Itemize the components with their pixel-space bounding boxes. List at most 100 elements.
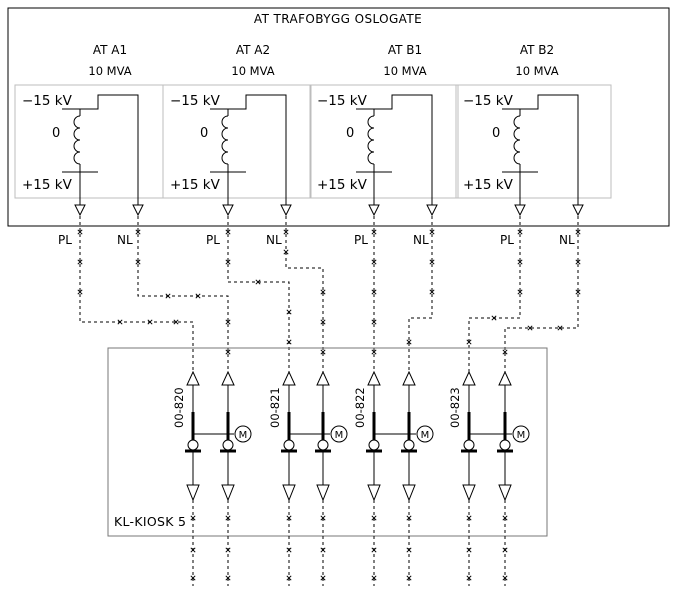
cable-cross-mark [575,259,581,265]
switch-blade-2 [287,412,325,440]
transformer-unit-2: −15 kV 0 +15 kV PL NL [162,84,312,247]
motor-label-1: M [239,430,248,441]
cable-cross-mark [117,319,123,325]
tap-minus-label-4: −15 kV [463,93,514,109]
tap-minus-label-1: −15 kV [22,93,73,109]
cable-cross-mark [147,319,153,325]
motor-label-4: M [517,430,526,441]
winding-upper-wire-4 [502,94,579,205]
switch-arrow-up-3a [367,370,381,386]
switch-arrow-up-1b [221,370,235,386]
motor-icon-2 [330,425,348,443]
transformer-rating-1: 10 MVA [88,64,131,78]
cable-cross-mark [429,289,435,295]
terminal-arrow-pl-4 [514,204,526,217]
transformer-name-4: AT B2 [520,43,554,57]
cable-cross-mark [135,259,141,265]
motor-icon-3 [416,425,434,443]
tap-minus-label-2: −15 kV [170,93,221,109]
cable-cross-mark [320,349,326,355]
cable-cross-mark [371,349,377,355]
cable-cross-mark [491,315,497,321]
terminal-arrow-nl-2 [280,204,292,217]
switch-feeder-top-4 [468,385,506,412]
transformer-name-1: AT A1 [93,43,127,57]
switch-arrow-down-1a [186,484,200,502]
tap-zero-label-3: 0 [346,126,354,141]
cable-cross-mark [225,349,231,355]
switch-contact-1a [187,439,199,451]
transformer-name-2: AT A2 [236,43,270,57]
switch-blade-3 [372,412,411,440]
pl-label-1: PL [58,233,72,247]
nl-label-4: NL [559,233,575,247]
switch-feeder-bottom-4 [468,451,506,485]
outgoing-cables [192,500,506,586]
cable-cross-mark [575,229,581,235]
transformer-unit-4: −15 kV 0 +15 kV PL NL [455,84,612,247]
switch-feeder-bottom-3 [373,451,410,485]
cable-cross-mark [283,229,289,235]
switch-feeder-top-1 [192,385,229,412]
switch-code-4: 00-823 [448,387,462,428]
switch-contact-4b [499,439,511,451]
cable-route-nl-4 [504,216,579,372]
cable-cross-mark [557,325,563,331]
winding-coil-3 [367,115,375,165]
nl-label-2: NL [266,233,282,247]
switch-arrow-up-1a [186,370,200,386]
switch-arrow-up-4b [498,370,512,386]
cable-cross-mark [575,289,581,295]
switch-feeder-bottom-2 [288,451,324,485]
cable-cross-mark [371,229,377,235]
winding-coil-2 [221,115,229,165]
switch-contact-4a [463,439,475,451]
motor-icon-4 [512,425,530,443]
cable-cross-mark [286,339,292,345]
switch-arrow-down-2a [282,484,296,502]
cable-cross-mark [286,309,292,315]
transformer-unit-1: −15 kV 0 +15 kV PL NL [14,84,164,247]
motor-label-3: M [421,430,430,441]
cable-cross-mark [371,259,377,265]
cable-cross-mark [517,289,523,295]
cable-route-pl-1 [79,216,194,372]
terminal-arrow-nl-4 [572,204,584,217]
cable-cross-mark [320,289,326,295]
switch-bay-2: 00-821 M [268,370,348,502]
switch-arrow-down-4b [498,484,512,502]
cable-cross-mark [502,349,508,355]
terminal-arrow-pl-1 [74,204,86,217]
kiosk-frame [107,347,548,537]
winding-upper-wire-3 [356,94,433,205]
terminal-arrow-pl-3 [368,204,380,217]
transformer-unit-3: −15 kV 0 +15 kV PL NL [309,84,459,247]
transformer-rating-3: 10 MVA [383,64,426,78]
tap-zero-label-2: 0 [200,126,208,141]
switch-blade-4 [467,412,507,440]
cable-cross-mark [429,259,435,265]
transformer-panel-2 [162,84,312,199]
tap-plus-label-4: +15 kV [463,177,514,193]
switch-arrow-up-2b [316,370,330,386]
switch-contact-2a [283,439,295,451]
cable-route-nl-2 [285,216,324,372]
switch-feeder-top-3 [373,385,410,412]
switch-code-1: 00-820 [172,387,186,428]
transformer-rating-2: 10 MVA [231,64,274,78]
cable-cross-mark [195,293,201,299]
cable-cross-mark [173,319,179,325]
terminal-arrow-nl-1 [132,204,144,217]
switch-code-2: 00-821 [268,387,282,428]
transformer-panel-3 [309,84,459,199]
tap-plus-label-3: +15 kV [317,177,368,193]
cable-cross-mark [225,259,231,265]
winding-upper-wire-2 [210,94,287,205]
switch-arrow-up-2a [282,370,296,386]
terminal-arrow-pl-2 [222,204,234,217]
cable-cross-mark [135,229,141,235]
tap-plus-label-1: +15 kV [22,177,73,193]
switch-bay-4: 00-823 M [448,370,530,502]
